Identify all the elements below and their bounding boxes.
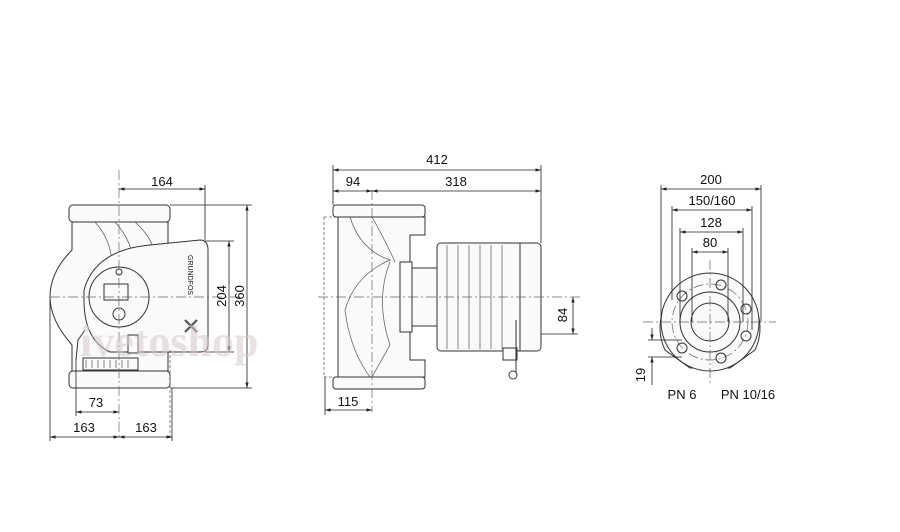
dim-200: 200 xyxy=(700,172,722,187)
bolt-hole xyxy=(676,342,688,354)
grundfos-logo: GRUNDFOS xyxy=(186,255,193,295)
cable-gland xyxy=(502,347,518,361)
dim-318: 318 xyxy=(445,174,467,189)
bottom-flange xyxy=(332,376,426,390)
dim-412: 412 xyxy=(426,152,448,167)
label-pn6: PN 6 xyxy=(668,387,697,402)
cable xyxy=(75,329,86,361)
watermark: ivetoshop xyxy=(80,317,258,366)
label-pn10-16: PN 10/16 xyxy=(721,387,775,402)
display-icon xyxy=(103,283,129,301)
side-view: GRUNDFOS 164 360 204 73 163 163 xyxy=(49,170,252,441)
bolt-hole xyxy=(715,352,727,364)
bolt-hole xyxy=(740,303,752,315)
flange-view: 200 150/160 128 80 19 PN 6 PN 10/16 xyxy=(633,172,776,402)
bolt-hole xyxy=(740,330,752,342)
dim-163-right: 163 xyxy=(135,420,157,435)
front-view: 412 94 318 84 115 xyxy=(318,152,580,415)
dim-163-left: 163 xyxy=(73,420,95,435)
bottom-flange xyxy=(68,370,171,389)
bolt-hole xyxy=(676,290,688,302)
cooling-fins xyxy=(82,357,139,371)
cable-gland xyxy=(127,334,139,354)
controller-box xyxy=(83,239,209,353)
dim-360: 360 xyxy=(232,285,247,307)
top-flange xyxy=(68,204,171,223)
dim-204: 204 xyxy=(214,285,229,307)
dim-150-160: 150/160 xyxy=(689,193,736,208)
dim-128: 128 xyxy=(700,215,722,230)
x-logo-icon xyxy=(184,319,198,333)
dim-19: 19 xyxy=(633,368,648,382)
dim-115: 115 xyxy=(338,394,359,409)
top-flange xyxy=(332,204,426,218)
dim-84: 84 xyxy=(555,308,570,322)
dim-164: 164 xyxy=(151,174,173,189)
bolt-hole xyxy=(715,279,727,291)
dim-94: 94 xyxy=(346,174,360,189)
dim-80: 80 xyxy=(703,235,717,250)
dim-73: 73 xyxy=(89,395,103,410)
